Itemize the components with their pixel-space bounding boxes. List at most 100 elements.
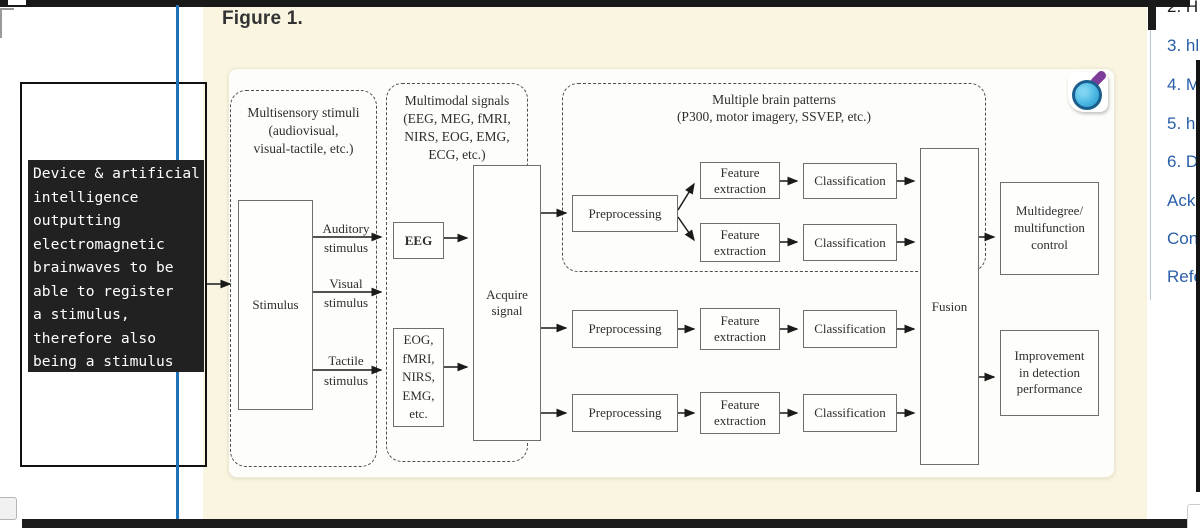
multimodal-title-line1: Multimodal signals xyxy=(404,93,510,108)
top-window-bar xyxy=(0,0,1190,7)
note-line: a stimulus, xyxy=(33,306,130,323)
group-multisensory-stimuli xyxy=(230,90,377,467)
other-signals-line4: EMG, xyxy=(402,387,435,403)
multisensory-title-line3: visual-tactile, etc.) xyxy=(253,141,354,156)
stimulus-box: Stimulus xyxy=(238,200,313,410)
note-line: outputting xyxy=(33,212,121,229)
eeg-label: EEG xyxy=(404,232,433,248)
top-bar-notch xyxy=(8,0,26,5)
visual-label-line1: Visual xyxy=(329,276,363,291)
stimulus-label: Stimulus xyxy=(252,297,299,313)
auditory-stimulus-label: Auditory stimulus xyxy=(312,221,380,256)
acquire-label-line2: signal xyxy=(491,303,523,318)
acquire-signal-box: Acquire signal xyxy=(473,165,541,441)
sidebar-item-section6[interactable]: 6. D xyxy=(1167,152,1199,171)
control-label-line3: control xyxy=(1031,236,1068,252)
multimodal-title-line3: NIRS, EOG, EMG, xyxy=(404,129,510,144)
classification-box-4: Classification xyxy=(803,394,897,432)
feature-label-4a: Feature xyxy=(720,397,760,413)
feature-label-1a: Feature xyxy=(720,164,760,180)
note-line: electromagnetic xyxy=(33,235,165,253)
feature-extraction-box-2: Feature extraction xyxy=(700,223,780,262)
tactile-stimulus-label: Tactile stimulus xyxy=(312,353,380,389)
magnifier-icon xyxy=(1072,80,1102,110)
preprocessing-label-2: Preprocessing xyxy=(588,321,662,337)
feature-label-2a: Feature xyxy=(720,226,760,242)
patterns-title-line2: (P300, motor imagery, SSVEP, etc.) xyxy=(676,109,872,124)
visual-stimulus-label: Visual stimulus xyxy=(312,276,380,311)
patterns-title-line1: Multiple brain patterns xyxy=(712,92,836,107)
sidebar-item-section5[interactable]: 5. hl xyxy=(1167,114,1200,133)
classification-box-1: Classification xyxy=(803,163,897,199)
improvement-label-line2: in detection xyxy=(1018,364,1080,380)
improvement-box: Improvement in detection performance xyxy=(1000,330,1099,416)
tactile-label-line2: stimulus xyxy=(323,373,369,388)
note-line: being a stimulus xyxy=(33,353,174,370)
eeg-box: EEG xyxy=(393,222,444,259)
classification-label-4: Classification xyxy=(814,405,886,421)
other-signals-line3: NIRS, xyxy=(402,369,435,385)
sidebar-divider xyxy=(1150,28,1151,300)
preprocessing-box-2: Preprocessing xyxy=(572,310,678,348)
preprocessing-label-1: Preprocessing xyxy=(588,205,662,221)
acquire-label-line1: Acquire xyxy=(486,287,528,303)
feature-label-1b: extraction xyxy=(714,180,766,196)
bottom-window-bar xyxy=(22,519,1187,528)
note-line: brainwaves to be xyxy=(33,259,174,276)
multisensory-title: Multisensory stimuli (audiovisual, visua… xyxy=(234,104,373,158)
figure-caption: Figure 1. xyxy=(222,8,303,29)
auditory-label-line2: stimulus xyxy=(323,240,369,255)
feature-label-3a: Feature xyxy=(720,313,760,329)
note-line: therefore also xyxy=(33,329,157,347)
right-window-edge xyxy=(1196,60,1200,492)
other-signals-line5: etc. xyxy=(409,406,428,422)
classification-label-1: Classification xyxy=(814,173,886,189)
tactile-label-line1: Tactile xyxy=(328,353,364,368)
feature-extraction-box-1: Feature extraction xyxy=(700,162,780,199)
other-signals-box: EOG, fMRI, NIRS, EMG, etc. xyxy=(393,328,444,427)
feature-extraction-box-4: Feature extraction xyxy=(700,392,780,434)
left-edge-corner xyxy=(0,8,2,38)
multimodal-title: Multimodal signals (EEG, MEG, fMRI, NIRS… xyxy=(389,92,525,164)
preprocessing-box-3: Preprocessing xyxy=(572,394,678,432)
auditory-label-line1: Auditory xyxy=(322,221,370,236)
sidebar-item-acknowledgments[interactable]: Ackn xyxy=(1167,191,1200,210)
patterns-title: Multiple brain patterns (P300, motor ima… xyxy=(562,91,986,125)
sidebar-item-section3[interactable]: 3. hl xyxy=(1167,36,1200,55)
classification-box-2: Classification xyxy=(803,224,897,261)
note-line: intelligence xyxy=(33,188,139,206)
multimodal-title-line2: (EEG, MEG, fMRI, xyxy=(403,111,511,126)
sidebar-item-references[interactable]: Refe xyxy=(1167,267,1200,286)
preprocessing-label-3: Preprocessing xyxy=(588,405,662,421)
classification-box-3: Classification xyxy=(803,310,897,348)
feature-label-4b: extraction xyxy=(714,413,766,428)
multisensory-title-line1: Multisensory stimuli xyxy=(247,105,360,120)
preprocessing-box-1: Preprocessing xyxy=(572,195,678,232)
feature-label-2b: extraction xyxy=(714,242,766,258)
improvement-label-line1: Improvement xyxy=(1014,347,1085,363)
visual-label-line2: stimulus xyxy=(323,295,369,310)
figure-zoom-badge[interactable] xyxy=(1068,69,1108,112)
control-label-line2: multifunction xyxy=(1014,220,1085,236)
fusion-box: Fusion xyxy=(920,148,979,465)
other-signals-line1: EOG, xyxy=(403,332,434,348)
control-label-line1: Multidegree/ xyxy=(1015,203,1084,219)
feature-label-3b: extraction xyxy=(714,329,766,344)
annotation-outline-box xyxy=(20,82,207,467)
improvement-label-line3: performance xyxy=(1016,381,1083,397)
note-line: able to register xyxy=(33,282,174,300)
sidebar-item-conflicts[interactable]: Con xyxy=(1167,229,1199,248)
scrollbar-thumb[interactable] xyxy=(1148,0,1156,30)
multisensory-title-line2: (audiovisual, xyxy=(268,123,339,138)
multimodal-title-line4: ECG, etc.) xyxy=(428,147,486,162)
bottom-left-tab xyxy=(0,497,17,520)
annotation-note: Device & artificial intelligence outputt… xyxy=(28,160,204,372)
group-multiple-brain-patterns xyxy=(562,83,986,272)
sidebar-item-section4[interactable]: 4. M xyxy=(1167,75,1200,94)
bottom-right-notch xyxy=(1187,504,1200,528)
feature-extraction-box-3: Feature extraction xyxy=(700,308,780,350)
other-signals-line2: fMRI, xyxy=(402,350,435,366)
classification-label-2: Classification xyxy=(814,234,886,250)
fusion-label: Fusion xyxy=(931,298,968,314)
